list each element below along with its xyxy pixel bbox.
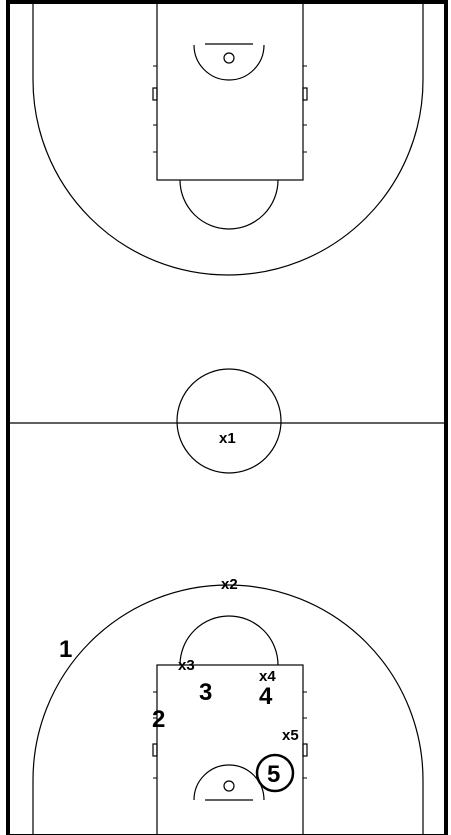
offense-player-1[interactable]: 1: [59, 636, 72, 663]
top-restricted-arc: [193, 44, 265, 81]
bottom-rim: [223, 780, 235, 792]
bottom-half: [32, 584, 424, 835]
top-three-point-line: [32, 2, 424, 276]
defender-x1[interactable]: x1: [219, 430, 236, 447]
top-key: [156, 1, 304, 181]
center-circle: [176, 368, 282, 474]
offense-player-3[interactable]: 3: [199, 679, 212, 706]
defender-x5[interactable]: x5: [282, 727, 299, 744]
bottom-key: [156, 664, 304, 835]
defender-x3[interactable]: x3: [178, 657, 195, 674]
court-boundary: [6, 0, 448, 835]
offense-player-5[interactable]: 5: [267, 761, 280, 788]
bottom-free-throw-arc: [179, 615, 279, 666]
ball-handler-circle: [255, 753, 295, 793]
defender-x4[interactable]: x4: [259, 668, 276, 685]
bottom-restricted-arc: [193, 764, 265, 801]
top-half: [32, 1, 424, 276]
bottom-three-point-line: [32, 584, 424, 835]
defensive-players: x1 x2 x3 x4 x5: [178, 430, 299, 744]
offensive-players: 1 2 3 4 5: [59, 636, 295, 793]
defender-x2[interactable]: x2: [221, 576, 238, 593]
top-rim: [223, 52, 235, 64]
top-free-throw-arc: [179, 179, 279, 230]
offense-player-2[interactable]: 2: [152, 706, 165, 733]
offense-player-4[interactable]: 4: [259, 683, 273, 710]
